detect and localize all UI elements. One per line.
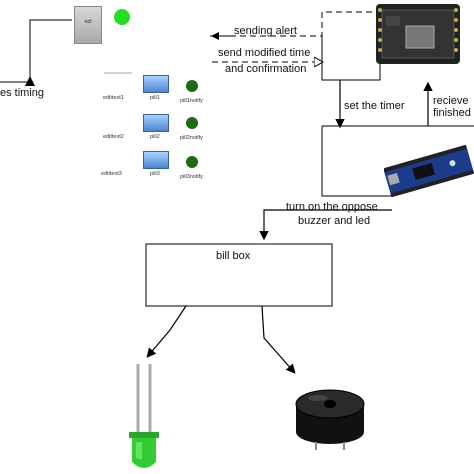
turn-on-label-2: buzzer and led xyxy=(298,215,371,227)
recieve-label-1: recieve xyxy=(433,95,469,107)
sending-alert-line xyxy=(210,11,372,37)
pill-label-1: pill1 xyxy=(150,95,160,101)
edittext-label-3: edittext3 xyxy=(101,171,122,177)
notify-label-2: pill2notify xyxy=(180,135,203,141)
notify-label-3: pill3notify xyxy=(180,174,203,180)
bill-box-label: bill box xyxy=(216,250,251,262)
buzzer-icon xyxy=(295,389,365,450)
send-modified-label-1: send modified time xyxy=(218,47,311,59)
led-icon xyxy=(129,364,159,468)
pill-label-2: pill2 xyxy=(150,134,160,140)
app-to-timing-line xyxy=(0,19,72,83)
arduino-frame xyxy=(321,125,474,197)
set-timer-label: set the timer xyxy=(344,100,405,112)
ncl-toggle-button[interactable]: ncl xyxy=(74,6,102,44)
sends-timing-label: es timing xyxy=(0,87,45,99)
send-modified-label-2: and confirmation xyxy=(225,63,307,75)
bill-box xyxy=(145,243,333,307)
turn-on-line xyxy=(259,209,392,241)
edittext-label-2: edittext2 xyxy=(103,134,124,140)
turn-on-label-1: turn on the oppose xyxy=(286,201,378,213)
pill-button-2[interactable] xyxy=(143,114,169,132)
pill-button-3[interactable] xyxy=(143,151,169,169)
arduino-board-icon xyxy=(384,144,474,198)
edittext-label-1: edittext1 xyxy=(103,95,124,101)
status-led-icon xyxy=(114,9,130,25)
timing-arrowhead xyxy=(25,76,35,86)
recieve-label-2: finished xyxy=(433,107,471,119)
ncl-toggle-label: ncl xyxy=(84,19,92,25)
bill-to-led-line xyxy=(146,305,187,358)
notify-label-1: pill1notify xyxy=(180,98,203,104)
sending-alert-label: sending alert xyxy=(234,25,297,37)
pill-button-1[interactable] xyxy=(143,75,169,93)
notify-dot-2 xyxy=(186,117,198,129)
bill-to-buzzer-line xyxy=(261,305,296,374)
pill-label-3: pill3 xyxy=(150,171,160,177)
wifi-board-icon xyxy=(376,4,460,64)
notify-dot-1 xyxy=(186,80,198,92)
notify-dot-3 xyxy=(186,156,198,168)
